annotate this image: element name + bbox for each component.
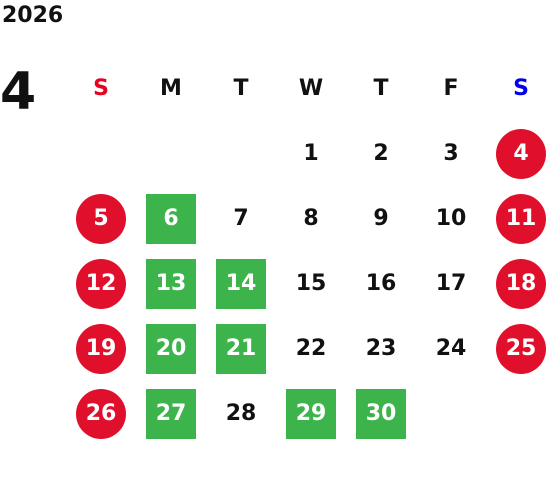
calendar-day-cell: 29 xyxy=(276,381,346,446)
holiday-day-number: 26 xyxy=(76,388,126,439)
day-number: 1 xyxy=(303,141,319,166)
weekday-sunday: S xyxy=(93,76,109,101)
calendar-day-cell: 15 xyxy=(276,251,346,316)
calendar-day-cell: 25 xyxy=(486,316,548,381)
calendar-day-cell: 24 xyxy=(416,316,486,381)
weekday-monday: M xyxy=(160,76,182,101)
day-number: 17 xyxy=(435,271,467,296)
calendar-day-cell xyxy=(66,121,136,186)
holiday-day-number: 5 xyxy=(76,193,126,244)
holiday-day-number: 18 xyxy=(496,258,546,309)
calendar-day-cell: 18 xyxy=(486,251,548,316)
calendar-day-cell xyxy=(416,381,486,446)
weekday-thursday: T xyxy=(373,76,389,101)
holiday-day-number: 25 xyxy=(496,323,546,374)
weekday-tuesday: T xyxy=(233,76,249,101)
day-number: 2 xyxy=(373,141,389,166)
calendar-day-cell: 7 xyxy=(206,186,276,251)
holiday-day-number: 4 xyxy=(496,128,546,179)
calendar-day-cell: 20 xyxy=(136,316,206,381)
day-number: 16 xyxy=(365,271,397,296)
calendar-day-cell xyxy=(486,381,548,446)
day-number: 10 xyxy=(435,206,467,231)
calendar-day-cell: 4 xyxy=(486,121,548,186)
calendar-month: 4 xyxy=(0,62,37,122)
day-number: 22 xyxy=(295,336,327,361)
weekday-wednesday: W xyxy=(298,76,324,101)
calendar-day-cell: 3 xyxy=(416,121,486,186)
highlighted-day-number: 27 xyxy=(146,388,196,439)
day-number: 8 xyxy=(303,206,319,231)
day-number: 7 xyxy=(233,206,249,231)
highlighted-day-number: 14 xyxy=(216,258,266,309)
calendar-day-cell: 19 xyxy=(66,316,136,381)
highlighted-day-number: 6 xyxy=(146,193,196,244)
highlighted-day-number: 29 xyxy=(286,388,336,439)
calendar-day-cell: 5 xyxy=(66,186,136,251)
day-number: 23 xyxy=(365,336,397,361)
calendar-day-cell: 6 xyxy=(136,186,206,251)
calendar-day-cell: 2 xyxy=(346,121,416,186)
calendar-day-cell: 13 xyxy=(136,251,206,316)
highlighted-day-number: 21 xyxy=(216,323,266,374)
calendar-day-cell: 9 xyxy=(346,186,416,251)
calendar-day-cell: 1 xyxy=(276,121,346,186)
day-number: 15 xyxy=(295,271,327,296)
weekday-saturday: S xyxy=(513,76,529,101)
calendar-day-cell: 27 xyxy=(136,381,206,446)
calendar-day-cell: 30 xyxy=(346,381,416,446)
calendar-day-cell: 21 xyxy=(206,316,276,381)
calendar-day-cell xyxy=(136,121,206,186)
weekday-friday: F xyxy=(443,76,459,101)
highlighted-day-number: 13 xyxy=(146,258,196,309)
calendar-day-cell: 12 xyxy=(66,251,136,316)
calendar-day-cell: 23 xyxy=(346,316,416,381)
calendar-day-cell: 26 xyxy=(66,381,136,446)
calendar-day-cell xyxy=(206,121,276,186)
holiday-day-number: 12 xyxy=(76,258,126,309)
day-number: 24 xyxy=(435,336,467,361)
calendar-year: 2026 xyxy=(2,3,64,28)
day-number: 9 xyxy=(373,206,389,231)
day-number: 28 xyxy=(225,401,257,426)
calendar-day-cell: 8 xyxy=(276,186,346,251)
highlighted-day-number: 20 xyxy=(146,323,196,374)
calendar-day-cell: 14 xyxy=(206,251,276,316)
holiday-day-number: 11 xyxy=(496,193,546,244)
calendar-day-cell: 10 xyxy=(416,186,486,251)
highlighted-day-number: 30 xyxy=(356,388,406,439)
calendar-day-cell: 28 xyxy=(206,381,276,446)
day-number: 3 xyxy=(443,141,459,166)
holiday-day-number: 19 xyxy=(76,323,126,374)
calendar-day-cell: 22 xyxy=(276,316,346,381)
calendar-day-cell: 17 xyxy=(416,251,486,316)
calendar-day-cell: 11 xyxy=(486,186,548,251)
calendar-day-cell: 16 xyxy=(346,251,416,316)
